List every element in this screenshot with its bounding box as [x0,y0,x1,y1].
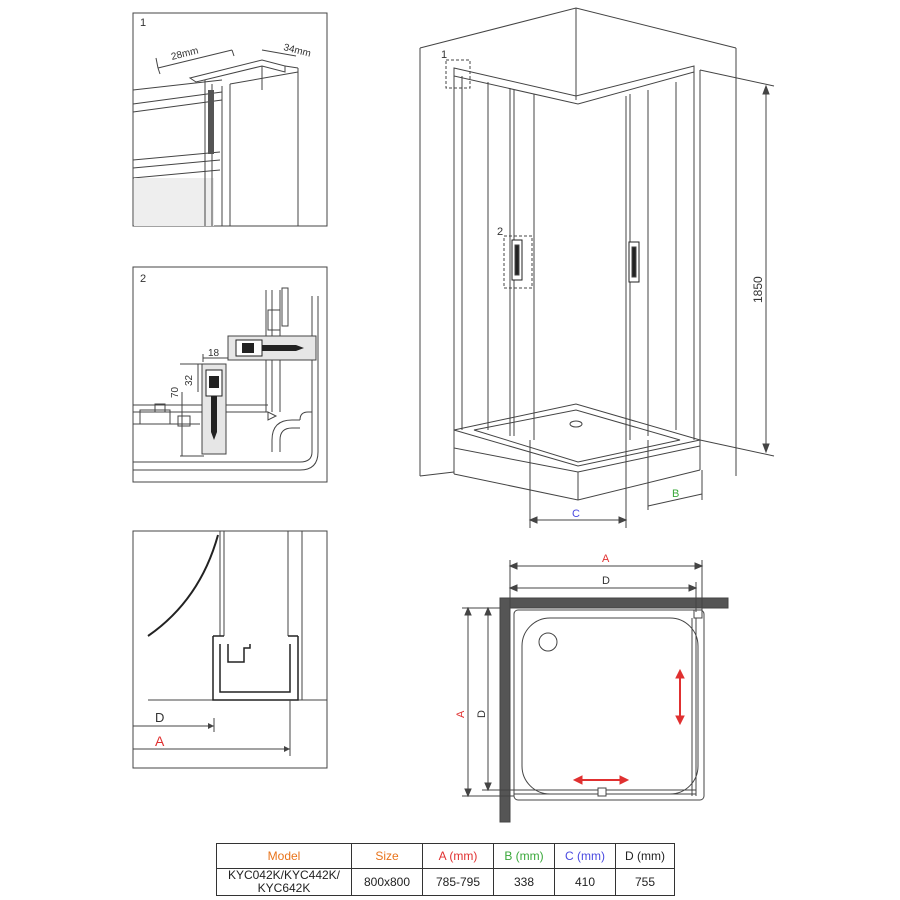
dim-34mm: 34mm [282,42,312,59]
header-c: C (mm) [554,843,616,869]
plan-label-a-top: A [602,553,610,565]
spec-table-header: Model Size A (mm) B (mm) C (mm) D (mm) [216,843,675,869]
header-model: Model [216,843,352,869]
cell-size: 800x800 [351,868,423,896]
height-dim-label: 1850 [751,276,765,303]
dim-18: 18 [208,348,220,359]
table-row: KYC042K/KYC442K/ KYC642K 800x800 785-795… [216,868,675,896]
door-slide-arrows [572,668,685,785]
plan-view [462,560,729,823]
callout-1: 1 [441,49,447,61]
header-b: B (mm) [493,843,555,869]
plan-label-a-side: A [455,710,467,718]
cell-model-line1: KYC042K/KYC442K/ [227,868,341,882]
header-a: A (mm) [422,843,494,869]
header-size: Size [351,843,423,869]
plan-label-d-top: D [602,575,610,587]
cell-b: 338 [493,868,555,896]
label-c: C [572,508,580,520]
detail-2-number: 2 [140,273,146,285]
dim-70: 70 [170,386,181,398]
cell-model: KYC042K/KYC442K/ KYC642K [216,868,352,896]
detail-3-label-d: D [155,710,164,725]
cell-a: 785-795 [422,868,494,896]
detail-1-number: 1 [140,17,146,29]
dim-32: 32 [184,374,195,386]
detail-3-label-a: A [155,733,165,749]
cell-model-line2: KYC642K [257,881,311,895]
main-enclosure-view [419,7,775,528]
plan-label-d-side: D [476,710,488,718]
spec-table: Model Size A (mm) B (mm) C (mm) D (mm) K… [216,843,675,896]
header-d: D (mm) [615,843,675,869]
detail-3-panel: D A [132,530,328,769]
detail-2-panel: 2 18 32 70 [132,266,328,483]
detail-1-panel: 1 28mm 34mm [132,12,328,227]
dim-28mm: 28mm [170,46,200,63]
label-b: B [672,488,679,500]
cell-c: 410 [554,868,616,896]
cell-d: 755 [615,868,675,896]
callout-2: 2 [497,226,503,238]
